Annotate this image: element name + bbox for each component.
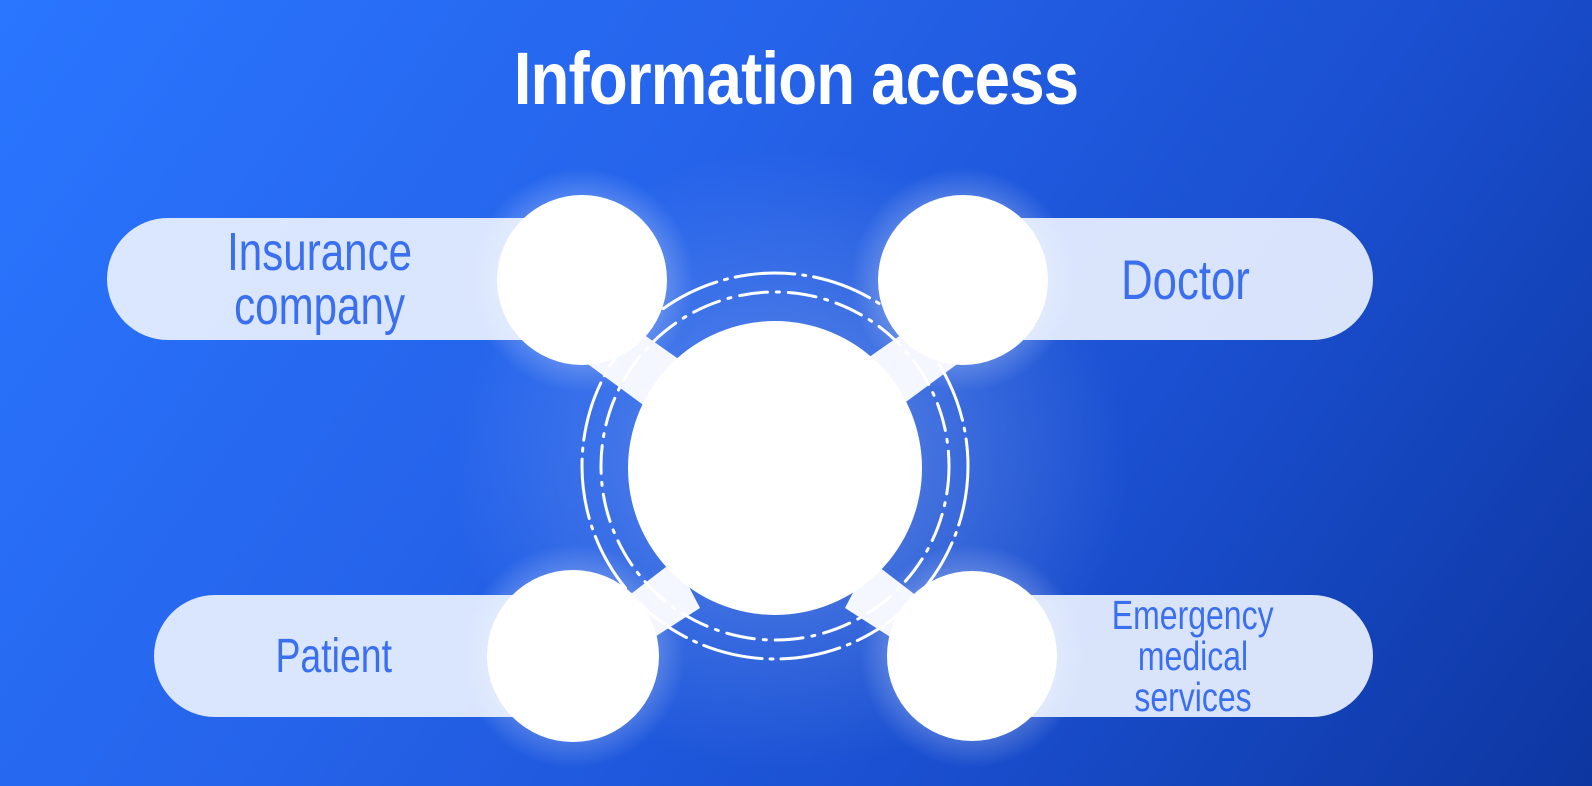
- page-title: Information access: [513, 37, 1079, 120]
- label-insurance-line2: company: [234, 276, 406, 336]
- center-hub: [628, 321, 922, 615]
- label-doctor-text: Doctor: [1120, 247, 1250, 311]
- node-emergency-medical-services: [887, 571, 1057, 741]
- label-ems-line1: Emergency: [1112, 591, 1274, 638]
- node-patient: [487, 570, 659, 742]
- node-doctor: [878, 195, 1048, 365]
- inner-dashed-ring: [599, 290, 951, 642]
- label-insurance-company: Insurance company: [140, 218, 500, 340]
- dashed-rings: [580, 271, 970, 661]
- label-insurance-line1: Insurance: [227, 222, 413, 282]
- label-doctor: Doctor: [1050, 218, 1320, 340]
- label-ems-line2: medical services: [1134, 632, 1252, 720]
- label-patient-text: Patient: [275, 629, 393, 683]
- node-insurance-company: [497, 195, 667, 365]
- outer-dashed-ring: [580, 271, 970, 661]
- label-emergency-medical-services: Emergency medical services: [1058, 591, 1328, 720]
- label-patient: Patient: [200, 595, 468, 717]
